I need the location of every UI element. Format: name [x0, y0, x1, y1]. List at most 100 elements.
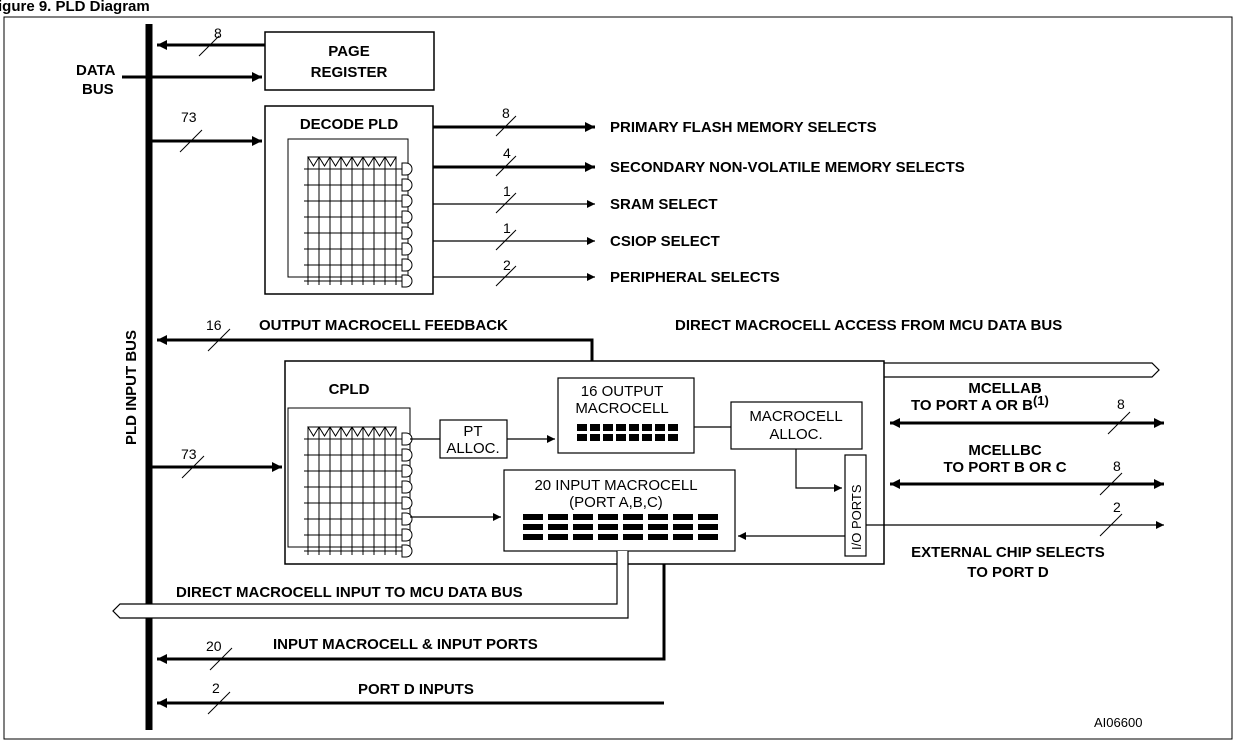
- decode-output-label-2: SECONDARY NON-VOLATILE MEMORY SELECTS: [610, 159, 965, 176]
- and-gate-symbol: [401, 448, 413, 462]
- feedback-label: OUTPUT MACROCELL FEEDBACK: [259, 317, 508, 334]
- decode-output-width-3: 1: [503, 183, 511, 199]
- decode-output-slash-2: [495, 155, 517, 177]
- macrocell-block: [598, 534, 618, 540]
- decode-output-slash-1: [495, 115, 517, 137]
- mcellbc-slash: [1099, 472, 1123, 496]
- decode-output-width-5: 2: [503, 257, 511, 273]
- macrocell-block: [590, 434, 600, 441]
- input-buffer-symbol: [318, 426, 331, 437]
- macrocell-block: [673, 524, 693, 530]
- input-buffer-symbol: [329, 156, 342, 167]
- macrocell-block: [603, 424, 613, 431]
- input-buffer-symbol: [373, 426, 386, 437]
- decode-output-slash-3: [495, 192, 517, 214]
- page-register-slash: [198, 35, 220, 57]
- macrocell-block: [648, 524, 668, 530]
- macrocell-block: [523, 524, 543, 530]
- macrocell-block: [573, 534, 593, 540]
- and-gate-symbol: [401, 496, 413, 510]
- output-macrocell-line2: MACROCELL: [575, 400, 668, 417]
- macrocell-block: [523, 514, 543, 520]
- data-bus-label-1: DATA: [76, 62, 116, 79]
- decode-and-array: [304, 156, 413, 288]
- input-buffer-symbol: [307, 426, 320, 437]
- decode-output-label-1: PRIMARY FLASH MEMORY SELECTS: [610, 119, 877, 136]
- macrocell-block: [523, 534, 543, 540]
- macrocell-block: [590, 424, 600, 431]
- input-buffer-symbol: [318, 156, 331, 167]
- decode-output-label-5: PERIPHERAL SELECTS: [610, 269, 780, 286]
- and-gate-symbol: [401, 242, 413, 256]
- and-gate-symbol: [401, 258, 413, 272]
- macrocell-block: [577, 434, 587, 441]
- input-ports-width: 20: [206, 638, 222, 654]
- page-register-width: 8: [214, 25, 222, 41]
- and-gate-symbol: [401, 162, 413, 176]
- input-buffer-symbol: [384, 426, 397, 437]
- macrocell-block: [648, 514, 668, 520]
- input-ports-line: [157, 564, 666, 664]
- input-buffer-symbol: [362, 156, 375, 167]
- io-ports-box: [844, 454, 867, 557]
- macrocell-alloc-line2: ALLOC.: [769, 426, 822, 443]
- cpld-and-array: [304, 426, 413, 558]
- macrocell-block: [603, 434, 613, 441]
- macrocell-block: [698, 514, 718, 520]
- pt-alloc-line2: ALLOC.: [446, 440, 499, 457]
- macrocell-block: [673, 514, 693, 520]
- mcellbc-line2: TO PORT B OR C: [943, 459, 1066, 476]
- ext-cs-line2: TO PORT D: [967, 564, 1049, 581]
- and-gate-symbol: [401, 178, 413, 192]
- cpld-title: CPLD: [329, 381, 370, 398]
- and-gate-symbol: [401, 274, 413, 288]
- input-buffer-symbol: [307, 156, 320, 167]
- alloc-to-io-arrow: [795, 449, 842, 492]
- input-buffer-symbol: [351, 156, 364, 167]
- and-gate-symbol: [401, 464, 413, 478]
- decode-output-slash-4: [495, 229, 517, 251]
- decode-output-label-4: CSIOP SELECT: [610, 233, 720, 250]
- cpld-input-slash: [181, 455, 205, 479]
- macrocell-block: [616, 424, 626, 431]
- decode-input-slash: [179, 129, 203, 153]
- macrocell-block: [642, 424, 652, 431]
- macrocell-block: [598, 524, 618, 530]
- and-gate-symbol: [401, 528, 413, 542]
- macrocell-block: [648, 534, 668, 540]
- ext-cs-slash: [1099, 513, 1123, 537]
- cpld-array: [287, 407, 411, 548]
- page-register-box: [264, 31, 435, 91]
- input-macrocell-line1: 20 INPUT MACROCELL: [534, 477, 697, 494]
- input-ports-slash: [209, 647, 233, 671]
- mcellab-line2-text: TO PORT A OR B: [911, 397, 1033, 414]
- decode-pld-array: [287, 138, 409, 278]
- page-register-line2: REGISTER: [311, 64, 388, 81]
- macrocell-block: [668, 424, 678, 431]
- decode-output-label-3: SRAM SELECT: [610, 196, 718, 213]
- decode-pld-title: DECODE PLD: [300, 116, 399, 133]
- input-buffer-symbol: [340, 156, 353, 167]
- mcellab-line1: MCELLAB: [968, 380, 1041, 397]
- port-d-label: PORT D INPUTS: [358, 681, 474, 698]
- feedback-slash: [207, 328, 231, 352]
- macrocell-block: [548, 534, 568, 540]
- input-macrocell-cells: [523, 514, 718, 540]
- and-gate-symbol: [401, 512, 413, 526]
- macrocell-block: [573, 524, 593, 530]
- direct-input-bus: [112, 551, 629, 619]
- and-gate-symbol: [401, 432, 413, 446]
- mcellbc-width: 8: [1113, 458, 1121, 474]
- pld-input-bus-label: PLD INPUT BUS: [123, 330, 140, 445]
- macrocell-block: [616, 434, 626, 441]
- decode-output-width-1: 8: [502, 105, 510, 121]
- macrocell-block: [629, 424, 639, 431]
- input-buffer-symbol: [340, 426, 353, 437]
- and-gate-symbol: [401, 226, 413, 240]
- decode-output-width-2: 4: [503, 145, 511, 161]
- mcellbc-line1: MCELLBC: [968, 442, 1041, 459]
- input-buffer-symbol: [329, 426, 342, 437]
- figure-title: igure 9. PLD Diagram: [0, 0, 150, 15]
- io-ports-label: I/O PORTS: [849, 484, 864, 550]
